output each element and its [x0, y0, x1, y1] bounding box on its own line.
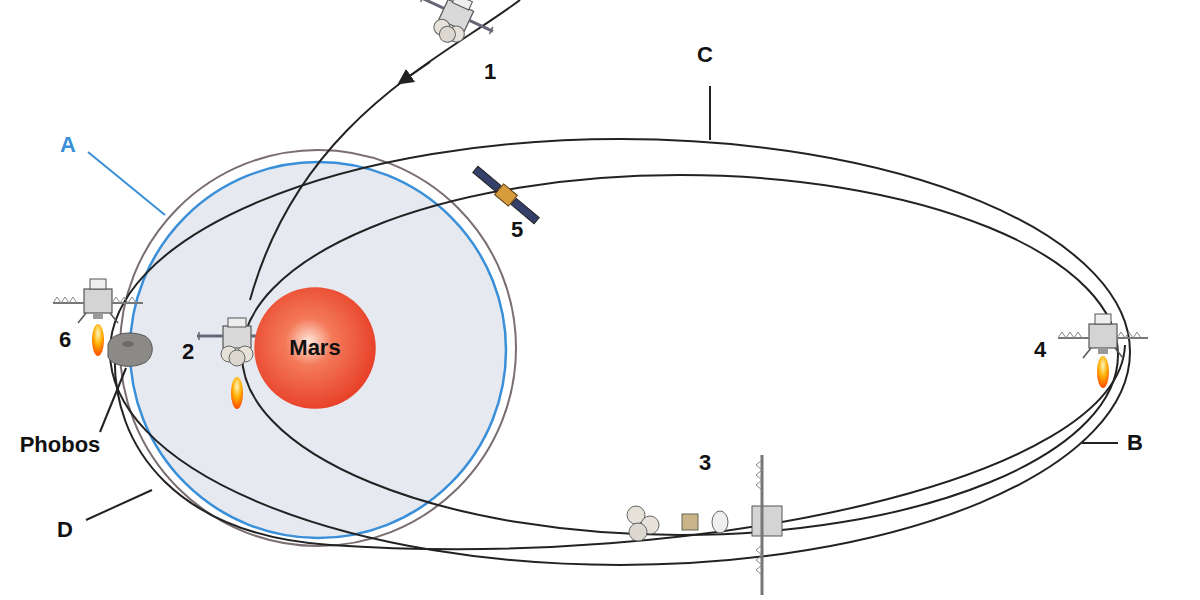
spacecraft — [53, 279, 143, 323]
leader-line — [709, 86, 711, 140]
callout-number: 4 — [1034, 339, 1046, 361]
orbit-letter: D — [57, 519, 73, 541]
callout-number: 6 — [59, 329, 71, 351]
leader-line — [100, 368, 126, 432]
spacecraft — [1058, 314, 1148, 358]
separation-stage — [627, 455, 782, 595]
moon-label: Phobos — [20, 434, 101, 456]
region-letter: A — [60, 134, 76, 156]
orbit-d — [120, 150, 516, 546]
approach-trajectory — [250, 0, 520, 300]
planet-circle: Mars — [253, 286, 377, 410]
callout-number: 5 — [511, 219, 523, 241]
callout-number: 2 — [182, 341, 194, 363]
orbit-c — [110, 139, 1130, 565]
leader-line — [86, 490, 152, 520]
satellite — [471, 164, 541, 226]
callout-number: 1 — [484, 61, 496, 83]
spacecraft — [408, 0, 501, 58]
orbit-letter: C — [697, 44, 713, 66]
orbit-letter: B — [1127, 432, 1143, 454]
orbit-b — [242, 175, 1118, 535]
callout-number: 3 — [699, 452, 711, 474]
planet-name: Mars — [289, 337, 340, 359]
leader-line — [1082, 442, 1118, 444]
phobos-moon — [108, 333, 152, 366]
region-a — [130, 162, 506, 538]
leader-line — [88, 152, 165, 215]
direction-arrow — [404, 62, 430, 80]
